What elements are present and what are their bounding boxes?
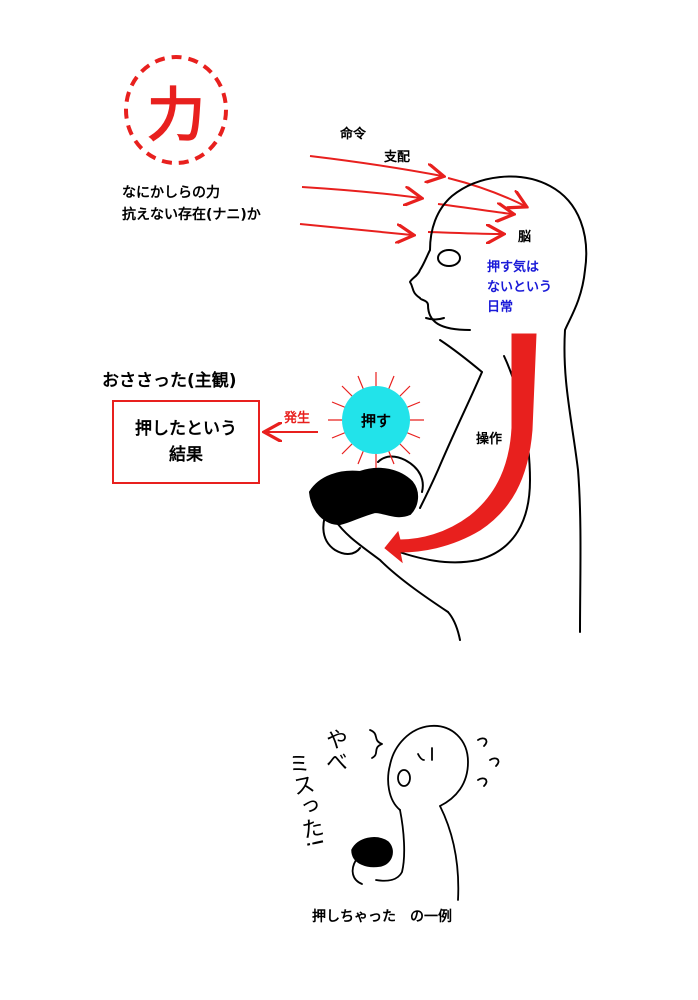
force-arrows (299, 155, 525, 235)
force-arrow-3 (301, 187, 420, 198)
small-head (387, 725, 469, 811)
eye (437, 249, 461, 267)
tremble-marks-right (477, 737, 500, 787)
push-burst (328, 372, 424, 468)
subjective-heading: おささった(主観) (102, 371, 237, 391)
neck-front (439, 339, 483, 373)
tremble-marks-left (369, 729, 383, 759)
force-arrow-2 (447, 177, 525, 206)
blue-note-line-1: 押す気は (487, 260, 540, 275)
result-box: 押したという 結果 (112, 400, 260, 484)
footer-caption: 押しちゃった の一例 (312, 909, 452, 925)
force-character: 力 (146, 81, 205, 149)
small-mouth (397, 769, 411, 787)
dotted-circle (124, 55, 228, 165)
upper-arm-outline (419, 371, 483, 509)
body-lower (447, 611, 461, 641)
held-object (308, 467, 418, 526)
command-label: 命令 (340, 127, 367, 142)
forearm-lower (334, 519, 449, 613)
force-symbol: 力 (122, 54, 230, 166)
yabe-text: やべ (322, 728, 347, 772)
force-arrow-1 (309, 155, 442, 176)
small-held-object (351, 837, 393, 868)
mouth (425, 317, 445, 321)
blue-note-line-2: ないという (487, 280, 553, 295)
force-caption-line-2: 抗えない存在(ナニ)か (122, 207, 261, 223)
small-arm (375, 809, 406, 882)
operation-arrow (384, 333, 537, 564)
small-hand (351, 859, 363, 885)
brain-label: 脳 (518, 230, 532, 245)
force-arrow-4 (437, 204, 512, 214)
force-caption-line-1: なにかしらの力 (122, 185, 220, 201)
force-arrow-6 (427, 232, 502, 234)
control-label: 支配 (384, 150, 411, 165)
result-line-1: 押したという (135, 419, 237, 439)
small-figure (351, 725, 500, 901)
hand-right (377, 455, 424, 493)
operation-label: 操作 (476, 432, 503, 447)
result-line-2: 結果 (169, 445, 203, 465)
small-eye (417, 753, 425, 761)
occurrence-label: 発生 (284, 411, 311, 426)
push-burst-label: 押す (360, 411, 391, 430)
small-body (439, 805, 460, 901)
blue-note-line-3: 日常 (487, 300, 514, 315)
head-outline (409, 175, 588, 633)
blue-note: 押す気は ないという 日常 (487, 258, 552, 318)
force-arrow-5 (299, 223, 412, 235)
force-caption: なにかしらの力 抗えない存在(ナニ)か (122, 182, 261, 226)
